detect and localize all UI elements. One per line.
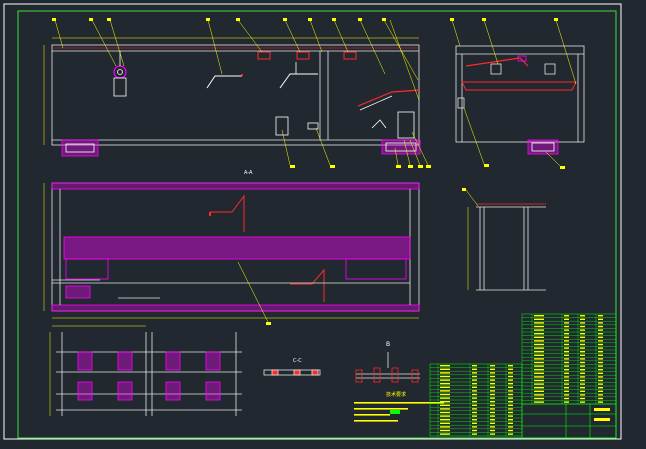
notes-title: 技术要求 [386,391,406,398]
elevation-balloons [52,18,431,168]
side-view-balloons [450,18,565,169]
detail-view [355,352,420,383]
section-view [263,369,321,376]
parts-list-left [429,363,523,437]
frame-view-balloons [462,188,479,207]
notes-lines [354,402,444,422]
side-view [455,45,585,155]
rack-view [49,325,242,416]
elevation-view [43,37,420,146]
plan-view [51,182,420,312]
plan-view-dims [43,183,419,323]
sheet-frame [3,3,622,440]
elevation-view-label: A-A [244,170,253,176]
rack-units [77,351,221,401]
plan-view-balloon [266,322,271,325]
parts-list-right [521,313,617,405]
side-view-leaders [451,19,577,167]
frame-view [467,203,546,291]
section-view-label: C-C [293,358,302,364]
detail-view-label: B [386,341,390,348]
elevation-leaders [54,19,429,166]
title-block [521,403,617,439]
